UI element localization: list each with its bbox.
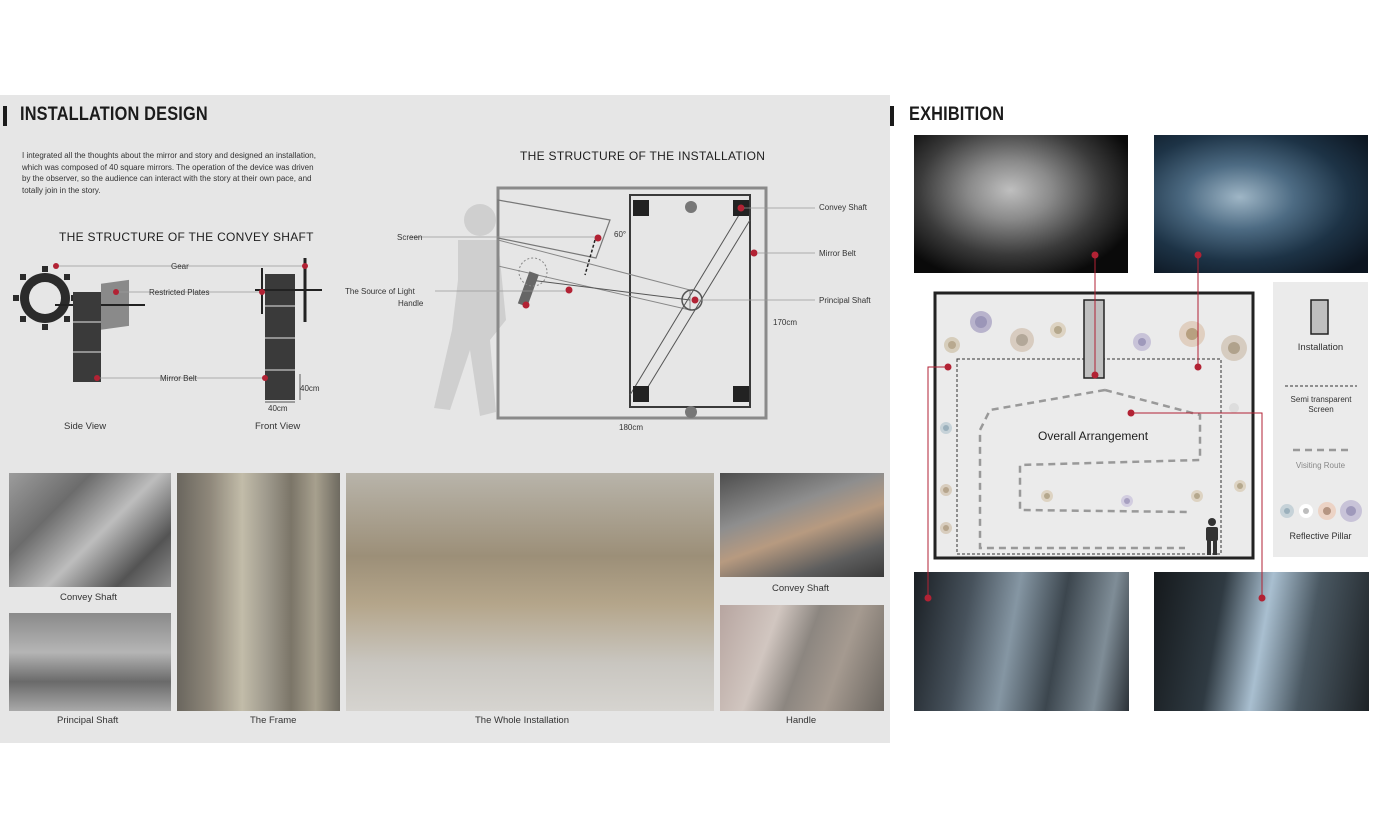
floor-plan [924, 251, 1266, 602]
front-view-belt [265, 274, 295, 400]
person-silhouette [434, 204, 506, 416]
legend-symbols [1280, 299, 1362, 522]
front-view-label: Front View [255, 421, 301, 432]
handle-label: Handle [398, 299, 424, 308]
photo-principal-shaft [9, 613, 171, 711]
side-view-gear [13, 266, 77, 330]
convey-shaft-diagram [13, 258, 322, 403]
plates-label: Restricted Plates [149, 288, 210, 297]
caption-whole-installation: The Whole Installation [475, 715, 569, 726]
side-view-label: Side View [64, 421, 107, 432]
angle-label: 60° [614, 230, 627, 239]
caption-convey-shaft: Convey Shaft [60, 592, 118, 603]
exhibit-photo-2 [1154, 135, 1368, 273]
legend-pillar: Reflective Pillar [1289, 531, 1352, 541]
visitor-figure [1206, 518, 1218, 555]
belt-label: Mirror Belt [160, 374, 197, 383]
dim-width: 40cm [268, 404, 288, 413]
caption-frame: The Frame [250, 715, 297, 726]
installation-structure-title: THE STRUCTURE OF THE INSTALLATION [520, 149, 766, 163]
caption-handle: Handle [786, 715, 817, 726]
caption-convey-shaft-2: Convey Shaft [772, 583, 830, 594]
convey-structure-title: THE STRUCTURE OF THE CONVEY SHAFT [59, 230, 314, 244]
installation-marker [1083, 299, 1105, 379]
photo-frame [177, 473, 340, 711]
light-source-label: The Source of Light [345, 287, 415, 296]
convey-shaft-label: Convey Shaft [819, 203, 868, 212]
width-label: 180cm [619, 423, 644, 432]
legend-route: Visiting Route [1295, 461, 1346, 470]
caption-principal-shaft: Principal Shaft [57, 715, 119, 726]
outer-frame [496, 186, 768, 420]
installation-title: INSTALLATION DESIGN [20, 104, 208, 125]
photo-convey-shaft [9, 473, 171, 587]
height-label: 170cm [773, 318, 798, 327]
exhibit-photo-1 [914, 135, 1128, 273]
legend-installation: Installation [1297, 342, 1344, 353]
dim-height: 40cm [300, 384, 320, 393]
section-marker [3, 106, 7, 126]
mirror-belt-label: Mirror Belt [819, 249, 856, 258]
intro-text: I integrated all the thoughts about the … [22, 151, 316, 195]
photo-convey-shaft-2 [720, 473, 884, 577]
photo-handle [720, 605, 884, 711]
exhibition-title: EXHIBITION [909, 104, 1005, 125]
gear-label: Gear [171, 262, 189, 271]
exhibit-photo-3 [914, 572, 1129, 711]
section-marker [890, 106, 894, 126]
photo-whole-installation [346, 473, 714, 711]
principal-shaft-label: Principal Shaft [819, 296, 871, 305]
installation-structure-diagram [410, 186, 815, 420]
reflective-pillars [940, 311, 1247, 534]
overall-arrangement-label: Overall Arrangement [1038, 429, 1149, 443]
side-view-belt [73, 292, 101, 382]
legend-screen: Semi transparent Screen [1290, 395, 1352, 414]
screen-label: Screen [397, 233, 423, 242]
